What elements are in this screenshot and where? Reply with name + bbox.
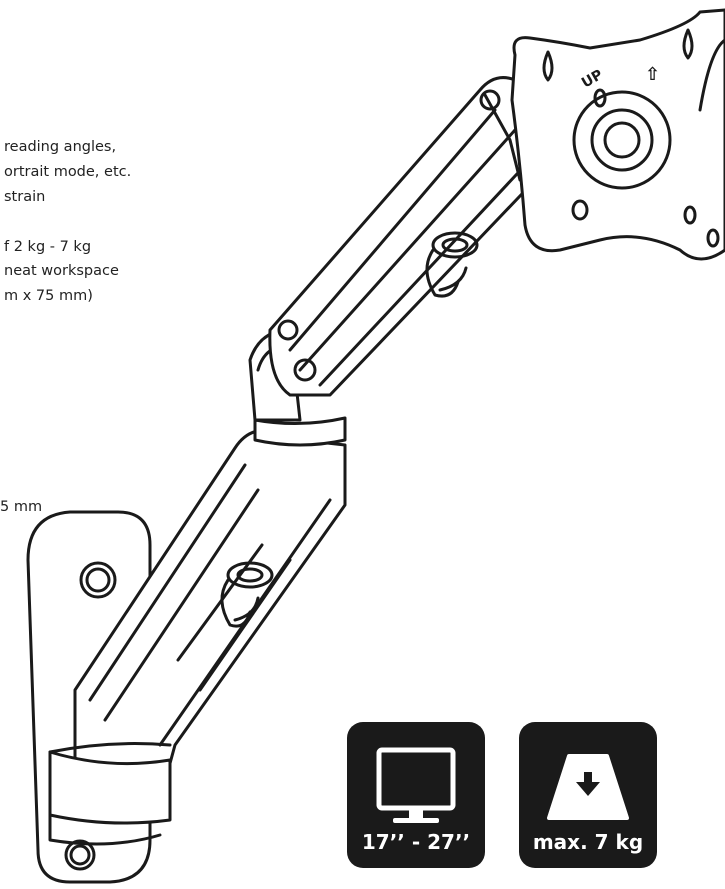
feature-line-7: 5 mm xyxy=(0,499,43,515)
feature-line-1: reading angles, xyxy=(4,139,117,155)
feature-line-3: strain xyxy=(4,189,46,205)
base-collar xyxy=(48,742,172,846)
lower-arm xyxy=(73,428,347,802)
upper-arm xyxy=(268,76,547,397)
feature-line-4: f 2 kg - 7 kg xyxy=(4,239,92,255)
max-weight-label: max. 7 kg xyxy=(532,830,644,854)
screen-size-badge: 17’’ - 27’’ xyxy=(347,722,485,868)
feature-line-6: m x 75 mm) xyxy=(4,288,93,304)
feature-line-5: neat workspace xyxy=(4,263,119,279)
vesa-plate xyxy=(510,8,725,261)
svg-text:⇧: ⇧ xyxy=(645,64,660,85)
weight-icon xyxy=(547,754,629,820)
max-weight-badge: max. 7 kg xyxy=(519,722,657,868)
monitor-icon xyxy=(376,747,456,823)
screen-size-label: 17’’ - 27’’ xyxy=(361,830,471,854)
feature-line-2: ortrait mode, etc. xyxy=(4,164,132,180)
